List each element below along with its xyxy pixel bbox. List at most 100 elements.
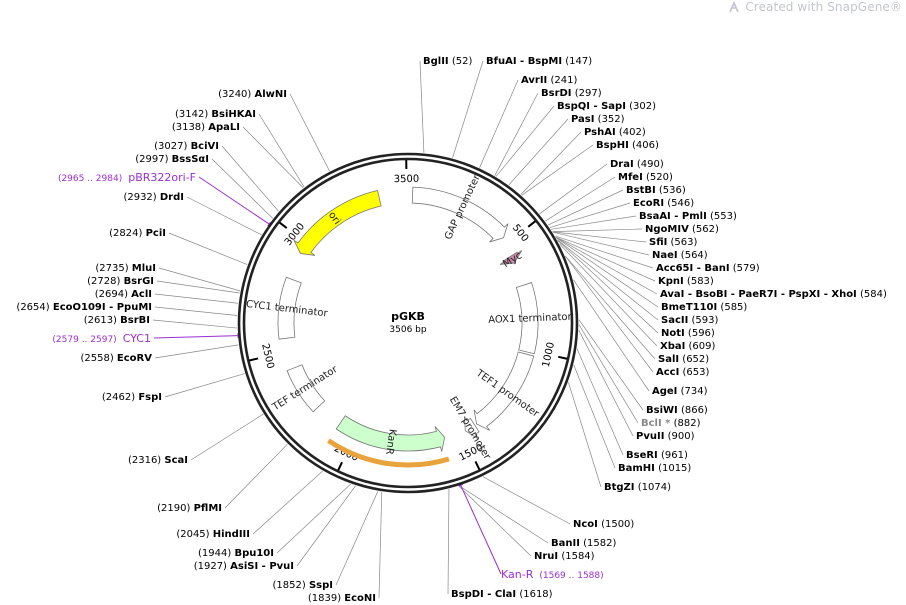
site-label-scai[interactable]: (2316) ScaI [128,455,188,466]
site-label-sali[interactable]: SalI (652) [658,354,709,365]
site-label-bsssi[interactable]: (2997) BssSαI [135,154,209,165]
primer-label-cyc1[interactable]: (2579 .. 2597)CYC1 [52,332,151,345]
site-label-bfuai[interactable]: BfuAI - BspMI (147) [486,56,592,67]
site-label-bseri[interactable]: BseRI (961) [626,450,688,461]
site-label-pflmi[interactable]: (2190) PflMI [157,503,222,514]
site-label-xbai[interactable]: XbaI (609) [660,341,716,352]
site-label-ecori[interactable]: EcoRI (546) [633,198,694,209]
site-label-ncoi[interactable]: NcoI (1500) [573,519,634,530]
site-label-nrui[interactable]: NruI (1584) [534,551,595,562]
site-leader-line [495,105,555,177]
site-label-bcli[interactable]: BclI * (882) [641,418,701,429]
site-label-part: BtgZI [604,482,635,493]
site-label-drai[interactable]: DraI (490) [610,159,664,170]
feature-arrow-myc[interactable] [499,250,523,265]
site-label-acc65i[interactable]: Acc65I - BanI (579) [656,263,760,274]
site-label-econi[interactable]: (1839) EcoNI [308,593,376,604]
site-label-part: BspMI [528,56,562,67]
site-label-bspqi[interactable]: BspQI - SapI (302) [557,101,656,112]
site-label-bsihkai[interactable]: (3142) BsiHKAI [175,109,256,120]
site-leader-line [164,373,245,398]
site-label-part: XbaI [660,341,685,352]
tick-label: 3500 [394,174,420,185]
site-label-part: (1944) [198,548,234,559]
site-label-part: (1584) [558,551,595,562]
site-label-bsrbi[interactable]: (2613) BsrBI [84,315,150,326]
site-label-avai[interactable]: AvaI - BsoBI - PaeR7I - PspXI - XhoI (58… [660,289,887,300]
site-label-part: (583) [684,276,714,287]
site-label-part: - [258,561,269,572]
site-label-agei[interactable]: AgeI (734) [652,386,708,397]
site-label-ecoo109i[interactable]: (2654) EcoO109I - PpuMI [16,302,152,313]
site-leader-line [154,293,239,304]
site-label-pasi[interactable]: PasI (352) [571,114,625,125]
feature-arrow-em7-promoter[interactable] [463,416,480,439]
site-label-part: (2728) [87,276,123,287]
site-label-alwni[interactable]: (3240) AlwNI [218,89,287,100]
site-label-bsrdi[interactable]: BsrDI (297) [541,88,602,99]
site-label-bcivi[interactable]: (3027) BciVI [154,141,219,152]
feature-arrow-cyc1-terminator[interactable] [277,276,302,340]
site-label-asisi[interactable]: (1927) AsiSI - PvuI [194,561,294,572]
site-label-drdi[interactable]: (2932) DrdI [123,192,184,203]
primer-label-pbr322orif[interactable]: (2965 .. 2984)pBR322ori-F [58,171,196,184]
site-label-pvuii[interactable]: PvuII (900) [636,431,695,442]
site-label-part: (1074) [635,482,672,493]
site-label-bsiwi[interactable]: BsiWI (866) [646,405,708,416]
site-label-part: (302) [626,101,656,112]
site-label-part: BstBI [626,185,656,196]
site-label-part: (406) [629,140,659,151]
site-leader-line [458,485,532,557]
site-label-kpni[interactable]: KpnI (583) [658,276,714,287]
snapgene-logo-icon [729,1,740,13]
site-label-bstbi[interactable]: BstBI (536) [626,185,686,196]
site-label-bsrgi[interactable]: (2728) BsrGI [87,276,154,287]
site-label-pcii[interactable]: (2824) PciI [109,228,166,239]
site-labels: BglII (52) BfuAI - BspMI (147) AvrII (241)… [16,56,887,604]
site-label-mfei[interactable]: MfeI (520) [618,172,673,183]
site-label-banii[interactable]: BanII (1582) [551,538,616,549]
site-label-ecorv[interactable]: (2558) EcoRV [80,353,152,364]
site-label-bsphi[interactable]: BspHI (406) [596,140,659,151]
site-label-sspi[interactable]: (1852) SspI [273,580,333,591]
site-label-sfii[interactable]: SfiI (563) [649,237,698,248]
feature-arrow-aox1-terminator[interactable] [515,282,539,355]
site-label-apali[interactable]: (3138) ApaLI [172,122,240,133]
feature-arrow-tef1-promoter[interactable] [473,351,535,431]
site-label-pshai[interactable]: PshAI (402) [584,127,646,138]
feature-arrow-kanr[interactable] [335,415,446,452]
site-label-hindiii[interactable]: (2045) HindIII [176,529,250,540]
site-label-btgzi[interactable]: BtgZI (1074) [604,482,671,493]
site-label-part: FspI [138,392,162,403]
site-label-bmet110i[interactable]: BmeT110I (585) [661,302,747,313]
site-label-part: AsiSI [230,561,258,572]
site-label-bamhi[interactable]: BamHI (1015) [618,463,691,474]
site-label-bspdi[interactable]: BspDI - ClaI (1618) [451,589,553,600]
site-label-part: BglII [423,56,449,67]
site-label-part: (2824) [109,228,145,239]
plasmid-length: 3506 bp [389,325,426,335]
site-label-part: BsrDI [541,88,572,99]
site-label-acci[interactable]: AccI (653) [656,367,709,378]
site-label-sacii[interactable]: SacII (593) [661,315,718,326]
feature-arrow-tef-terminator[interactable] [286,364,326,413]
site-label-acli[interactable]: (2694) AclI [95,289,152,300]
site-label-naei[interactable]: NaeI (564) [652,250,708,261]
site-label-part: PvuII [636,431,664,442]
feature-arrow-gap-promoter[interactable] [411,186,509,243]
site-label-noti[interactable]: NotI (596) [661,328,715,339]
site-label-avrii[interactable]: AvrII (241) [521,75,577,86]
site-label-bpu10i[interactable]: (1944) Bpu10I [198,548,274,559]
site-label-bsaai[interactable]: BsaAI - PmlI (553) [639,211,737,222]
site-label-part: - [106,302,117,313]
site-label-part: - [777,289,788,300]
feature-arrow-ori[interactable] [293,189,382,256]
site-label-part: BamHI [618,463,655,474]
site-label-bglii[interactable]: BglII (52) [423,56,472,67]
site-label-mlui[interactable]: (2735) MluI [95,263,156,274]
site-leader-line [224,443,288,509]
site-label-ngomiv[interactable]: NgoMIV (562) [645,224,719,235]
site-label-part: - [693,263,704,274]
site-label-fspi[interactable]: (2462) FspI [102,392,162,403]
primer-label-kanr[interactable]: Kan-R(1569 .. 1588) [501,568,604,581]
